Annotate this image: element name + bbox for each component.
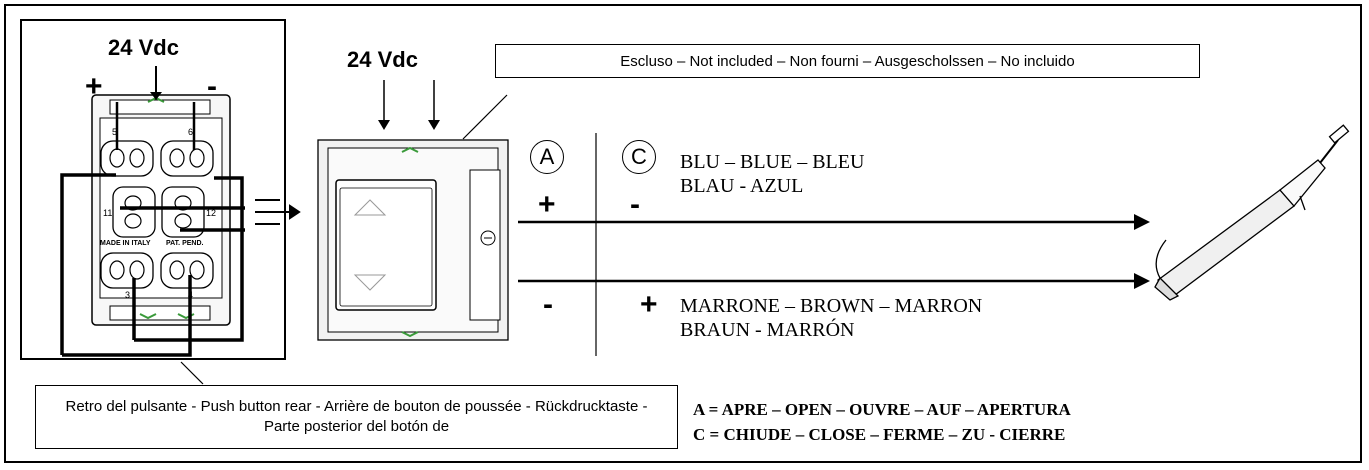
col-c-circle: C — [622, 140, 656, 174]
terminal-plus-label: + — [85, 70, 103, 103]
terminal-number-6: 6 — [188, 127, 194, 137]
col-a-circle: A — [530, 140, 564, 174]
legend: A = APRE – OPEN – OUVRE – AUF – APERTURA… — [693, 397, 1071, 447]
not-included-connector — [462, 94, 508, 140]
terminal-number-4: 4 — [188, 290, 194, 300]
terminal-minus-label: - — [207, 70, 217, 103]
terminal-number-5: 5 — [112, 127, 118, 137]
wire-brown-label: MARRONE – BROWN – MARRON BRAUN - MARRÓN — [680, 294, 982, 342]
rear-label: Retro del pulsante - Push button rear - … — [35, 385, 678, 449]
terminal-number-3: 3 — [125, 290, 131, 300]
terminal-number-11: 11 — [103, 208, 113, 218]
transfer-arrow — [255, 199, 301, 225]
pat-pend-mark: PAT. PEND. — [166, 240, 204, 247]
wire-brown-line2: BRAUN - MARRÓN — [680, 319, 855, 341]
voltage-center-label: 24 Vdc — [347, 47, 418, 72]
wire-blue-label: BLU – BLUE – BLEU BLAU - AZUL — [680, 150, 864, 198]
terminal-screws — [109, 148, 205, 280]
rear-panel-box — [20, 19, 286, 360]
wire-brown-line1: MARRONE – BROWN – MARRON — [680, 295, 983, 317]
legend-a: A = APRE – OPEN – OUVRE – AUF – APERTURA — [693, 400, 1071, 419]
wire-blue-line1: BLU – BLUE – BLEU — [680, 151, 865, 173]
rocker-arrows — [353, 199, 387, 291]
terminal-number-12: 12 — [206, 208, 217, 218]
row2-a-sign: - — [543, 288, 553, 321]
switch-rear-body — [91, 94, 231, 326]
rear-label-connector — [180, 361, 204, 385]
green-clips-front — [401, 146, 419, 338]
loop-wiring — [60, 173, 245, 357]
actuator-illustration — [1154, 124, 1350, 301]
wire-blue-line2: BLAU - AZUL — [680, 175, 804, 197]
diagram-frame — [4, 4, 1362, 463]
supply-arrow-head — [150, 92, 162, 100]
row2-c-sign: + — [640, 288, 658, 321]
voltage-left-label: 24 Vdc — [108, 35, 179, 60]
row1-c-sign: - — [630, 188, 640, 221]
legend-c: C = CHIUDE – CLOSE – FERME – ZU - CIERRE — [693, 425, 1066, 444]
push-button-front — [317, 139, 509, 341]
made-in-italy-mark: MADE IN ITALY — [100, 240, 151, 247]
row1-a-sign: + — [538, 188, 556, 221]
not-included-label: Escluso – Not included – Non fourni – Au… — [495, 44, 1200, 78]
